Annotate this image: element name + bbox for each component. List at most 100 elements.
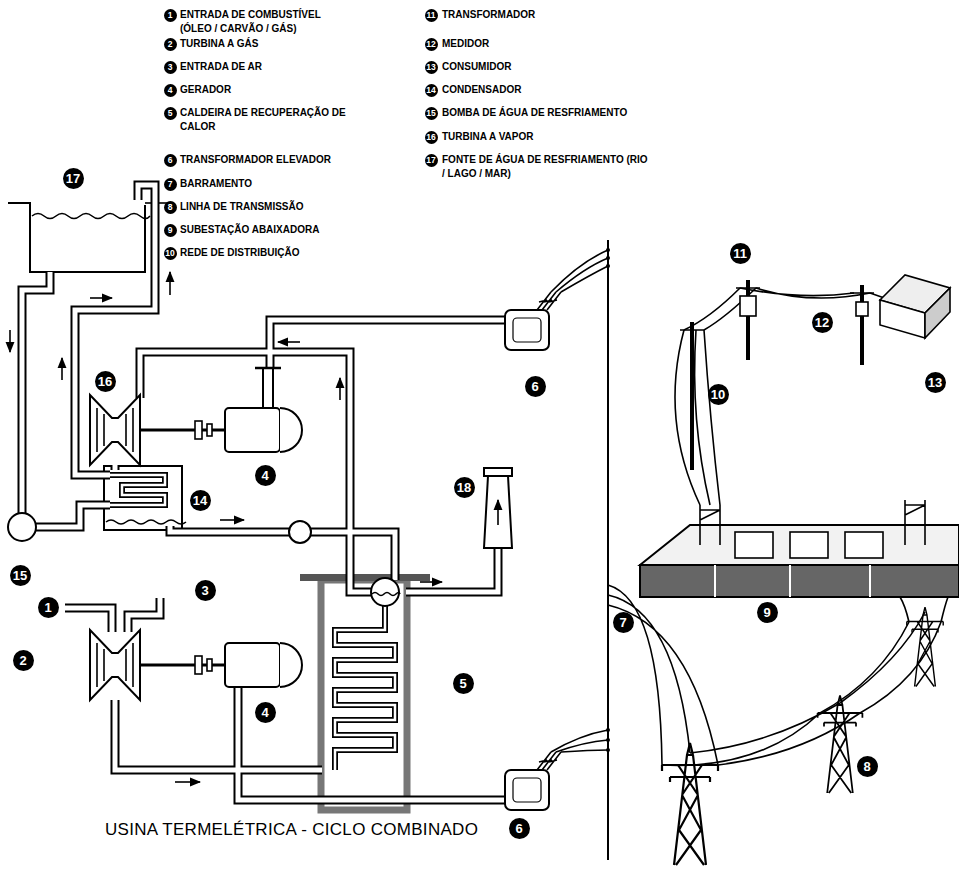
distribution-network (746, 280, 750, 360)
legend-number: 13 (425, 61, 438, 74)
substation (640, 525, 959, 565)
substation (715, 565, 870, 597)
pipes (22, 185, 505, 800)
legend-number: 2 (164, 38, 177, 51)
legend-number: 16 (425, 131, 438, 144)
pipes (36, 505, 110, 527)
gas-turbine (90, 630, 140, 700)
step-up-transformer (505, 292, 561, 350)
pipes (65, 608, 112, 632)
busbar (607, 240, 609, 860)
distribution-network (860, 285, 864, 365)
coils (110, 475, 165, 505)
callout-number: 15 (10, 565, 31, 586)
flow-arrows (9, 330, 11, 352)
distribution-network (680, 288, 874, 330)
generator (207, 424, 212, 436)
legend-number: 5 (164, 107, 177, 120)
pipes (113, 465, 118, 470)
legend-text: CALDEIRA DE RECUPERAÇÃO DE CALOR (180, 106, 370, 134)
legend-text: ENTRADA DE AR (180, 60, 262, 74)
legend-text: BARRAMENTO (180, 177, 252, 191)
generator (207, 659, 212, 671)
callout-number: 8 (857, 756, 878, 777)
step-up-transformer (513, 778, 541, 802)
legend-number: 12 (425, 38, 438, 51)
legend-number: 3 (164, 61, 177, 74)
callout-number: 6 (525, 376, 546, 397)
callout-number: 4 (255, 465, 276, 486)
pipes (128, 598, 160, 632)
generator (195, 656, 202, 674)
callout-number: 3 (195, 580, 216, 601)
callout-number: 9 (757, 602, 778, 623)
flow-arrows (175, 781, 200, 783)
substation (700, 500, 925, 545)
generator (263, 368, 273, 408)
pipes (65, 608, 112, 632)
diagram-title: USINA TERMELÉTRICA - CICLO COMBINADO (105, 820, 478, 840)
flow-arrows (10, 272, 498, 782)
pipes (128, 598, 160, 632)
pipes (115, 700, 322, 770)
feed-pump (289, 521, 311, 543)
legend-number: 10 (164, 247, 177, 260)
legend-number: 15 (425, 107, 438, 120)
substation (845, 532, 883, 558)
legend-text: LINHA DE TRANSMISSÃO (180, 200, 304, 214)
legend-text: CONDENSADOR (442, 83, 521, 97)
legend-number: 6 (164, 154, 177, 167)
pipes (115, 700, 322, 770)
generator (140, 368, 302, 452)
substation (640, 565, 959, 597)
legend-text: TURBINA A VAPOR (442, 130, 533, 144)
distribution-network (856, 302, 868, 316)
distribution-network (690, 322, 694, 470)
flow-arrows (61, 358, 63, 380)
pipes (111, 465, 120, 470)
transmission-line (818, 695, 863, 793)
substation (735, 532, 773, 558)
legend-text: FONTE DE ÁGUA DE RESFRIAMENTO (RIO / LAG… (442, 153, 652, 181)
callout-number: 1 (38, 597, 59, 618)
legend-text: BOMBA DE ÁGUA DE RESFRIAMENTO (442, 106, 627, 120)
pipes (406, 548, 498, 592)
generator (195, 421, 202, 439)
house (880, 300, 925, 338)
pipes (140, 352, 371, 592)
distribution-network (675, 280, 905, 505)
pipes (406, 548, 498, 592)
legend-text: CONSUMIDOR (442, 60, 511, 74)
water-tank (32, 214, 150, 219)
legend-text: GERADOR (180, 83, 231, 97)
callout-number: 2 (13, 650, 34, 671)
callout-number: 17 (63, 168, 84, 189)
busbar (606, 738, 610, 742)
callout-number: 16 (95, 371, 116, 392)
pipes (36, 505, 110, 527)
pipes (140, 352, 371, 592)
step-up-transformer (513, 318, 541, 342)
step-up-transformer (505, 310, 549, 350)
busbar (606, 748, 610, 752)
flow-arrows (339, 378, 341, 400)
legend-number: 11 (425, 9, 438, 22)
busbar (606, 264, 610, 268)
drum-level (372, 593, 400, 596)
flow-arrows (278, 341, 300, 343)
steam-turbine (90, 395, 140, 465)
generator (255, 367, 281, 370)
step-up-transformer (537, 292, 561, 310)
pipes (170, 526, 289, 532)
legend-number: 1 (164, 9, 177, 22)
distribution-network (740, 288, 870, 298)
step-up-transformer (505, 752, 561, 810)
generator (225, 408, 280, 452)
pipes (270, 320, 505, 368)
coils (110, 475, 165, 505)
callout-number: 11 (730, 243, 751, 264)
flow-arrows (220, 519, 244, 521)
hrsg-casing (321, 580, 407, 810)
legend-text: REDE DE DISTRIBUIÇÃO (180, 246, 299, 260)
flow-arrows (497, 500, 499, 525)
